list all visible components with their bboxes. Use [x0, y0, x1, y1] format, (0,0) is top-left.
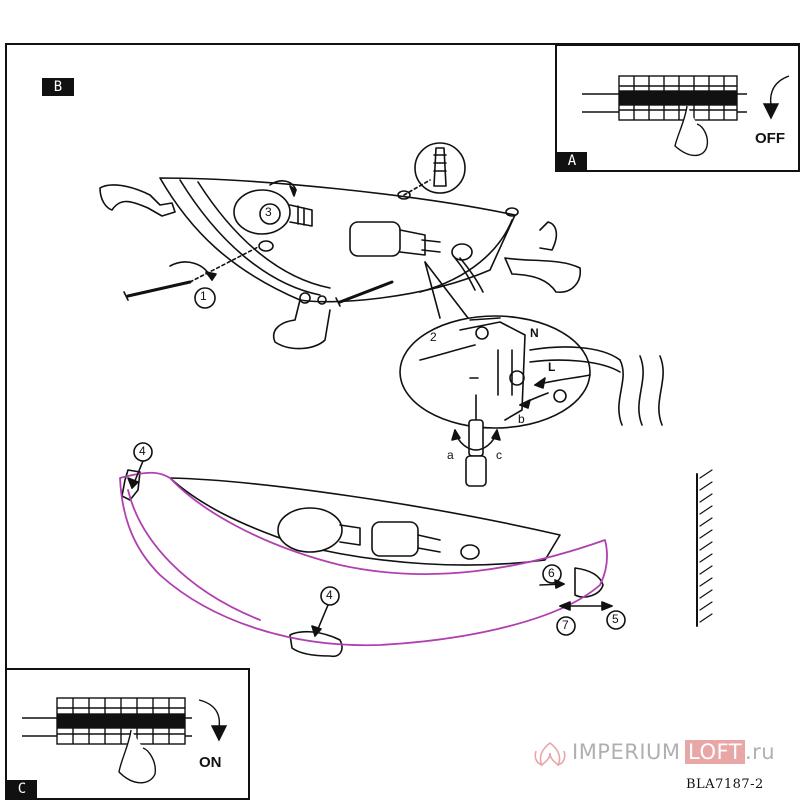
off-label: OFF	[755, 130, 785, 147]
step-label-5: 5	[612, 612, 619, 626]
model-code: BLA7187-2	[686, 777, 764, 792]
panel-a: OFF A	[555, 44, 800, 172]
callout-c: c	[496, 448, 502, 462]
right-bracket	[504, 221, 581, 293]
step-4-arrows	[127, 442, 340, 637]
socket-icon	[349, 221, 484, 293]
terminal-block-on	[22, 697, 228, 784]
panel-c: ON C	[5, 668, 250, 800]
callout-a: a	[447, 448, 454, 462]
step-label-7: 7	[562, 618, 569, 632]
step-label-2: 2	[430, 330, 437, 344]
screw-right-icon	[335, 280, 394, 307]
screwdriver-icon	[451, 394, 501, 487]
ceiling-hatch	[696, 469, 713, 627]
step-label-1: 1	[200, 289, 207, 303]
step-label-6: 6	[548, 566, 555, 580]
on-label: ON	[199, 754, 222, 771]
lower-lamp-assembly	[121, 469, 604, 658]
lamp-base-plate	[159, 177, 516, 303]
step-label-4a: 4	[139, 444, 146, 458]
watermark-text-2: LOFT	[685, 740, 746, 764]
step-1-arrow	[169, 261, 217, 309]
panel-a-tag: A	[557, 152, 587, 170]
step-5-7-arrows	[539, 564, 626, 636]
supply-wires	[618, 355, 664, 426]
callout-neutral: N	[530, 326, 539, 340]
watermark-text-1: IMPERIUM	[572, 740, 681, 764]
screw-left-icon	[123, 240, 274, 301]
watermark-text-3: .ru	[745, 740, 776, 764]
panel-b-tag: B	[42, 78, 74, 96]
callout-b: b	[518, 412, 525, 426]
bottom-bracket	[273, 292, 331, 350]
callout-live: L	[548, 360, 556, 374]
imperium-logo-icon	[534, 741, 566, 767]
glass-shade-outline	[119, 471, 608, 647]
wiring-detail-zoom	[399, 315, 621, 429]
panel-c-tag: C	[7, 780, 37, 798]
wall-plug-icon	[397, 142, 519, 217]
left-bracket	[99, 184, 176, 217]
terminal-block-off	[582, 75, 790, 157]
step-label-4b: 4	[326, 588, 333, 602]
step-label-3: 3	[265, 205, 272, 219]
